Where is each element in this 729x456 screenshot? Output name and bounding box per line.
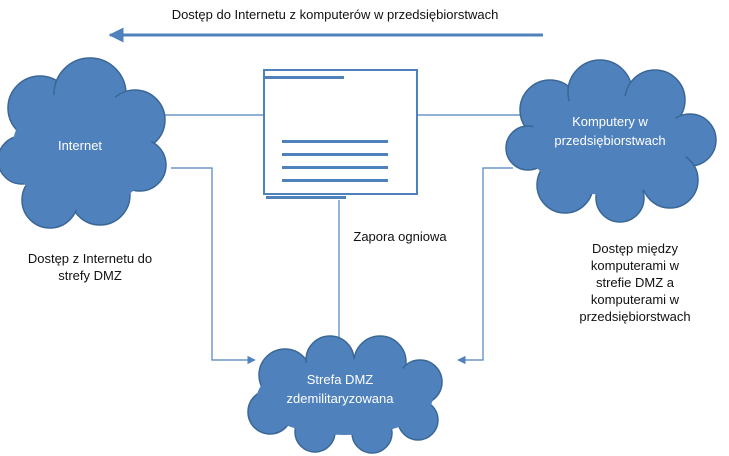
diagram-title: Dostęp do Internetu z komputerów w przed… (171, 7, 499, 22)
dmz-label-line-2: zdemilitaryzowana (286, 391, 394, 406)
firewall-label: Zapora ogniowa (353, 229, 447, 244)
arrow-internet-to-dmz (171, 167, 256, 365)
computers-to-dmz-label: Dostęp między komputerami w strefie DMZ … (560, 240, 710, 325)
internet-cloud-icon (0, 57, 167, 229)
computers-to-dmz-label-line-3: strefie DMZ a (595, 275, 674, 290)
computers-to-dmz-label-line-2: komputerami w (590, 258, 680, 273)
computers-cloud-icon (505, 59, 717, 223)
computers-to-dmz-label-line-5: przedsiębiorstwach (579, 309, 691, 324)
dmz-label: Strefa DMZ zdemilitaryzowana (265, 370, 415, 408)
internet-to-dmz-label: Dostęp z Internetu do strefy DMZ (10, 250, 170, 284)
computers-label-line-2: przedsiębiorstwach (554, 133, 666, 148)
internet-to-dmz-label-line-2: strefy DMZ (58, 268, 122, 283)
firewall-icon (263, 69, 418, 199)
arrow-computers-to-dmz (457, 167, 513, 365)
computers-label: Komputery w przedsiębiorstwach (530, 112, 690, 150)
internet-to-dmz-label-line-1: Dostęp z Internetu do (27, 251, 153, 266)
computers-to-dmz-label-line-4: komputerami w (590, 292, 680, 307)
dmz-cloud-icon (247, 335, 443, 454)
computers-label-line-1: Komputery w (572, 114, 648, 129)
dmz-label-line-1: Strefa DMZ (306, 372, 374, 387)
computers-to-dmz-label-line-1: Dostęp między (592, 241, 678, 256)
internet-label: Internet (57, 138, 103, 153)
